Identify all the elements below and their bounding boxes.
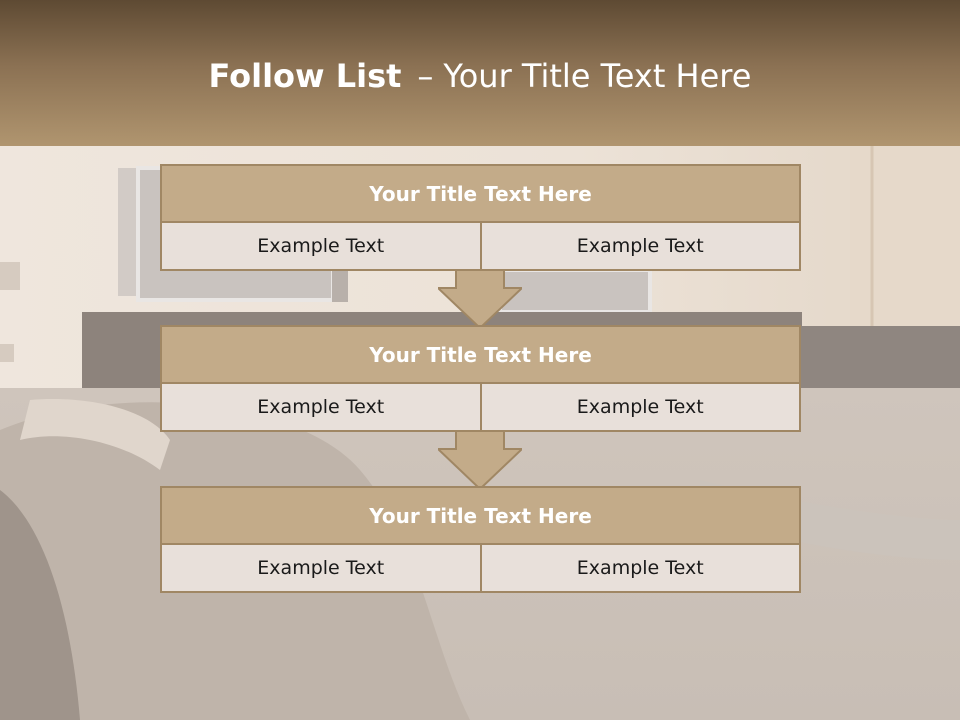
step-title: Your Title Text Here [162, 166, 799, 223]
step-left-text: Example Text [162, 384, 480, 430]
title-rest: Your Title Text Here [443, 57, 752, 95]
slide-title: Follow List–Your Title Text Here [0, 54, 960, 98]
title-dash: – [417, 57, 434, 95]
down-arrow-icon [438, 431, 522, 491]
step-title: Your Title Text Here [162, 327, 799, 384]
step-title: Your Title Text Here [162, 488, 799, 545]
step-right-text: Example Text [479, 545, 799, 591]
step-block-2: Your Title Text Here Example Text Exampl… [160, 325, 801, 432]
step-block-3: Your Title Text Here Example Text Exampl… [160, 486, 801, 593]
step-left-text: Example Text [162, 545, 480, 591]
step-left-text: Example Text [162, 223, 480, 269]
down-arrow-icon [438, 270, 522, 330]
step-right-text: Example Text [479, 223, 799, 269]
step-right-text: Example Text [479, 384, 799, 430]
step-block-1: Your Title Text Here Example Text Exampl… [160, 164, 801, 271]
title-banner [0, 0, 960, 146]
title-bold: Follow List [208, 57, 402, 95]
